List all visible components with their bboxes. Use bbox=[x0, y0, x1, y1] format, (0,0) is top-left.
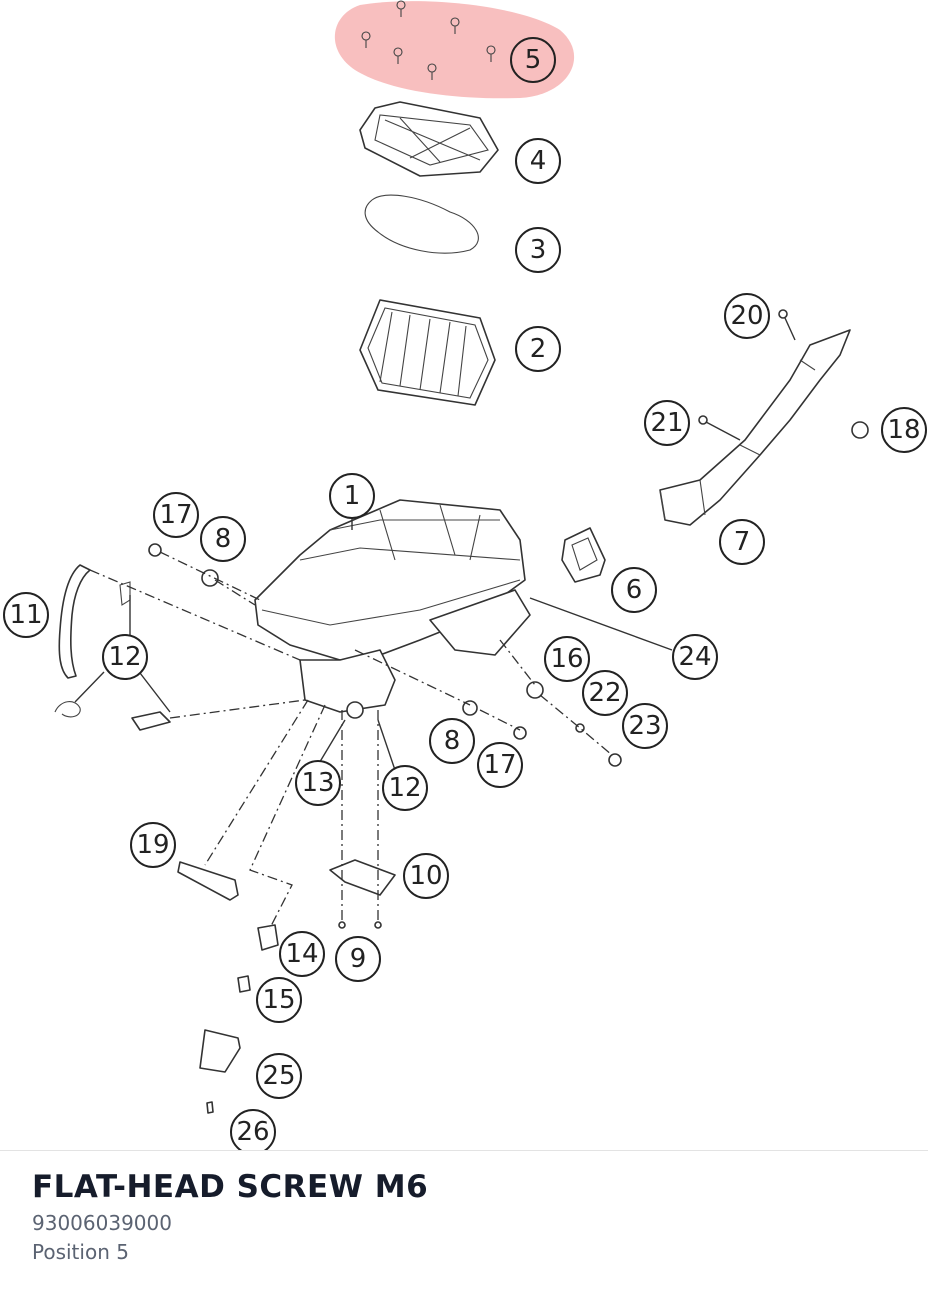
svg-text:4: 4 bbox=[530, 146, 547, 176]
svg-text:22: 22 bbox=[588, 678, 621, 708]
callout-12[interactable]: 12 bbox=[102, 634, 148, 680]
svg-text:8: 8 bbox=[215, 524, 232, 554]
callout-12[interactable]: 12 bbox=[382, 765, 428, 811]
callout-5[interactable]: 5 bbox=[510, 37, 556, 83]
callout-9[interactable]: 9 bbox=[335, 936, 381, 982]
part-10-bracket[interactable] bbox=[329, 859, 396, 896]
svg-text:20: 20 bbox=[730, 301, 763, 331]
callout-22[interactable]: 22 bbox=[582, 670, 628, 716]
callout-4[interactable]: 4 bbox=[515, 138, 561, 184]
part-3-gasket[interactable] bbox=[364, 194, 479, 254]
callout-7[interactable]: 7 bbox=[719, 519, 765, 565]
svg-text:18: 18 bbox=[887, 415, 920, 445]
svg-text:7: 7 bbox=[734, 527, 751, 557]
svg-text:15: 15 bbox=[262, 985, 295, 1015]
svg-text:24: 24 bbox=[678, 642, 711, 672]
svg-text:17: 17 bbox=[483, 750, 516, 780]
callout-11[interactable]: 11 bbox=[3, 592, 49, 638]
svg-text:8: 8 bbox=[444, 726, 461, 756]
callout-13[interactable]: 13 bbox=[295, 760, 341, 806]
callout-18[interactable]: 18 bbox=[881, 407, 927, 453]
selected-part-highlight[interactable] bbox=[334, 1, 575, 99]
callout-3[interactable]: 3 bbox=[515, 227, 561, 273]
callout-14[interactable]: 14 bbox=[279, 931, 325, 977]
part-info-panel: FLAT-HEAD SCREW M6 93006039000 Position … bbox=[32, 1165, 892, 1267]
callout-26[interactable]: 26 bbox=[230, 1109, 276, 1150]
svg-text:2: 2 bbox=[530, 334, 547, 364]
svg-text:23: 23 bbox=[628, 711, 661, 741]
callout-15[interactable]: 15 bbox=[256, 977, 302, 1023]
part-11-hose[interactable] bbox=[58, 564, 91, 679]
part-number: 93006039000 bbox=[32, 1211, 172, 1235]
callout-17[interactable]: 17 bbox=[153, 492, 199, 538]
part-name: FLAT-HEAD SCREW M6 bbox=[32, 1169, 429, 1205]
part-5-screws[interactable] bbox=[361, 0, 496, 80]
panel-divider bbox=[0, 1150, 928, 1151]
part-6-grommet[interactable] bbox=[561, 527, 606, 583]
svg-text:6: 6 bbox=[626, 575, 643, 605]
svg-text:9: 9 bbox=[350, 944, 367, 974]
svg-text:16: 16 bbox=[550, 644, 583, 674]
svg-text:21: 21 bbox=[650, 408, 683, 438]
svg-text:25: 25 bbox=[262, 1061, 295, 1091]
svg-text:17: 17 bbox=[159, 500, 192, 530]
callout-24[interactable]: 24 bbox=[672, 634, 718, 680]
callout-6[interactable]: 6 bbox=[611, 567, 657, 613]
hardware-parts bbox=[148, 309, 869, 929]
callout-17[interactable]: 17 bbox=[477, 742, 523, 788]
exploded-parts-diagram: 1 2 3 4 5 6 7 8 8 9 10 11 12 12 13 14 15… bbox=[3, 0, 927, 1150]
part-19-sensor[interactable] bbox=[177, 861, 239, 901]
callout-20[interactable]: 20 bbox=[724, 293, 770, 339]
part-position: Position 5 bbox=[32, 1240, 129, 1264]
svg-text:13: 13 bbox=[301, 768, 334, 798]
part-7-intake-duct[interactable] bbox=[659, 329, 851, 526]
svg-text:11: 11 bbox=[9, 600, 42, 630]
svg-text:12: 12 bbox=[108, 642, 141, 672]
callout-23[interactable]: 23 bbox=[622, 703, 668, 749]
callout-16[interactable]: 16 bbox=[544, 636, 590, 682]
callout-8[interactable]: 8 bbox=[200, 516, 246, 562]
part-1-airbox[interactable] bbox=[254, 499, 531, 713]
svg-text:10: 10 bbox=[409, 861, 442, 891]
svg-text:1: 1 bbox=[344, 481, 361, 511]
callout-19[interactable]: 19 bbox=[130, 822, 176, 868]
part-4-filter-cover[interactable] bbox=[359, 101, 499, 177]
svg-text:26: 26 bbox=[236, 1117, 269, 1147]
callout-25[interactable]: 25 bbox=[256, 1053, 302, 1099]
svg-text:14: 14 bbox=[285, 939, 318, 969]
callout-1[interactable]: 1 bbox=[329, 473, 375, 519]
leader-lines bbox=[74, 317, 796, 929]
callout-2[interactable]: 2 bbox=[515, 326, 561, 372]
svg-text:5: 5 bbox=[525, 45, 542, 75]
svg-text:12: 12 bbox=[388, 773, 421, 803]
svg-text:19: 19 bbox=[136, 830, 169, 860]
lower-small-parts[interactable] bbox=[199, 924, 279, 1114]
part-2-air-filter[interactable] bbox=[359, 299, 496, 406]
callout-8[interactable]: 8 bbox=[429, 718, 475, 764]
callout-10[interactable]: 10 bbox=[403, 853, 449, 899]
svg-text:3: 3 bbox=[530, 235, 547, 265]
callout-21[interactable]: 21 bbox=[644, 400, 690, 446]
